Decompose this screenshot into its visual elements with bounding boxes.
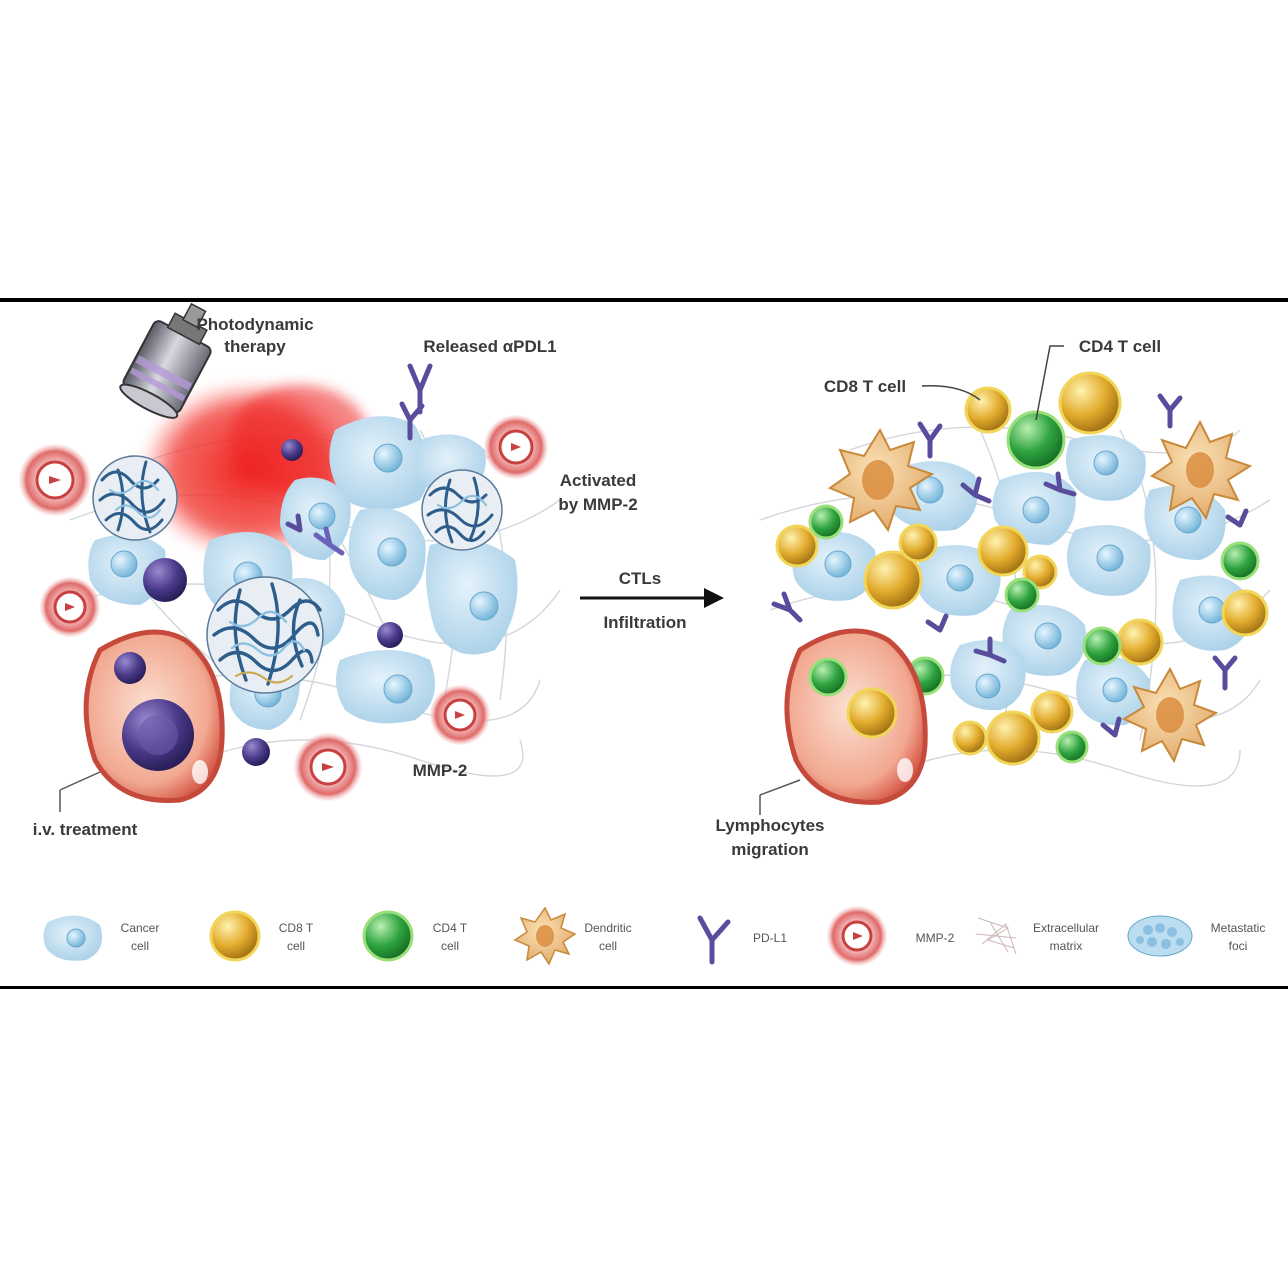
iv-treatment-label: i.v. treatment — [33, 820, 138, 839]
legend-label-metastatic-2: foci — [1229, 939, 1248, 953]
legend-label-pd-l1: PD-L1 — [753, 931, 787, 945]
cd8-t-cells-right — [775, 371, 1269, 766]
legend-item-mmp2: MMP-2 — [827, 906, 955, 966]
legend-label-dendritic-2: cell — [599, 939, 617, 953]
right-tumor-panel: CD8 T cell CD4 T cell Lymphocytes migrat… — [716, 337, 1271, 859]
therapy-label: therapy — [224, 337, 286, 356]
mmp-2-icon — [827, 906, 887, 966]
legend-item-ecm: Extracellular matrix — [975, 917, 1099, 955]
legend-label-metastatic: Metastatic — [1211, 921, 1266, 935]
nanoparticle-clusters — [92, 455, 503, 694]
nanoparticle-cluster-top-left — [92, 455, 178, 541]
legend-label-ecm-2: matrix — [1050, 939, 1083, 953]
pd-l1-icon — [697, 915, 731, 965]
legend-item-dendritic: Dendritic cell — [513, 906, 632, 966]
top-frame-line — [0, 298, 1288, 302]
mmp2-label: MMP-2 — [413, 761, 468, 780]
cd8-t-cell-label: CD8 T cell — [824, 377, 906, 396]
cd8-t-cell-icon — [209, 910, 261, 962]
legend-label-dendritic: Dendritic — [584, 921, 631, 935]
ctls-label: CTLs — [619, 569, 662, 588]
extracellular-matrix-icon — [975, 917, 1017, 955]
blood-vessel-left — [83, 629, 225, 803]
lymphocytes-label: Lymphocytes — [716, 816, 825, 835]
blood-vessel-right — [784, 628, 928, 805]
nanoparticle-cluster-right — [421, 469, 503, 551]
cd4-pointer — [1035, 345, 1064, 421]
pd-l1-antibodies-right — [771, 393, 1249, 738]
legend-label-cancer-cell: Cancer — [121, 921, 160, 935]
legend-label-cd8: CD8 T — [279, 921, 314, 935]
legend-item-metastatic-foci: Metastatic foci — [1127, 915, 1266, 957]
legend-item-cd8: CD8 T cell — [209, 910, 314, 962]
cd4-t-cell-label: CD4 T cell — [1079, 337, 1161, 356]
cd4-t-cell-icon — [362, 910, 414, 962]
pd-l1-antibodies-left — [285, 363, 433, 556]
legend: Cancer cell CD8 T cell CD4 T cell Dendri… — [43, 906, 1265, 966]
photodynamic-label: Photodynamic — [196, 315, 313, 334]
ctls-infiltration-arrow: CTLs Infiltration — [580, 569, 724, 632]
dendritic-cell-icon — [513, 906, 577, 966]
by-mmp2-label: by MMP-2 — [558, 495, 637, 514]
legend-label-cancer-cell-2: cell — [131, 939, 149, 953]
cancer-cells-right — [792, 435, 1251, 726]
laser-device-icon — [119, 302, 212, 419]
left-tumor-panel: Photodynamic therapy Released αPDL1 Acti… — [19, 302, 638, 839]
dendritic-cells-right — [827, 419, 1253, 764]
migration-label: migration — [731, 840, 808, 859]
mmp2-enzymes-left — [19, 415, 548, 801]
released-apdl1-label: Released αPDL1 — [423, 337, 556, 356]
legend-label-mmp2: MMP-2 — [916, 931, 955, 945]
bottom-frame-line — [0, 986, 1288, 989]
legend-label-ecm: Extracellular — [1033, 921, 1099, 935]
activated-label: Activated — [560, 471, 637, 490]
infiltration-label: Infiltration — [603, 613, 686, 632]
metastatic-foci-icon — [1127, 915, 1193, 957]
legend-label-cd4: CD4 T — [433, 921, 468, 935]
legend-label-cd8-2: cell — [287, 939, 305, 953]
legend-item-cancer-cell: Cancer cell — [43, 915, 160, 961]
cd8-pointer — [921, 385, 981, 401]
legend-label-cd4-2: cell — [441, 939, 459, 953]
nanoparticle-cluster-center — [206, 576, 324, 694]
cd4-t-cells-right — [808, 410, 1260, 764]
legend-item-pd-l1: PD-L1 — [697, 915, 787, 965]
dark-cells-left — [143, 439, 403, 766]
legend-item-cd4: CD4 T cell — [362, 910, 468, 962]
